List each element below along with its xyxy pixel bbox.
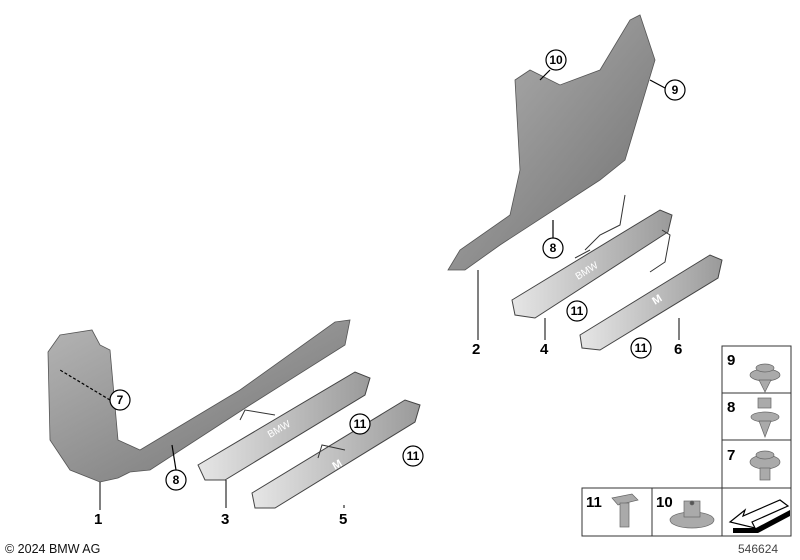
callout-11-text: 11 (571, 304, 584, 318)
label-4: 4 (540, 341, 549, 358)
callout-8 (542, 237, 564, 259)
clip-8-icon (750, 397, 780, 438)
legend-label-10: 10 (656, 494, 673, 511)
callout-7 (109, 389, 131, 411)
callout-11-text: 11 (635, 341, 648, 355)
direction-arrow-icon (728, 499, 790, 533)
callout-11-text: 11 (407, 449, 420, 463)
fastener-legend (581, 345, 792, 537)
callout-10-text: 10 (549, 53, 563, 67)
nut-10-icon (669, 500, 715, 529)
callout-11 (402, 445, 424, 467)
callout-10 (545, 49, 567, 71)
copyright: © 2024 BMW AG (5, 542, 101, 556)
part-2-trim (447, 14, 656, 340)
clip-9-icon (749, 363, 781, 393)
legend-label-11: 11 (586, 494, 602, 511)
legend-label-9: 9 (727, 352, 735, 369)
diagram-number: 546624 (738, 542, 779, 556)
part-6-sill: M (579, 229, 723, 351)
label-1: 1 (94, 511, 102, 528)
callout-8-text: 8 (173, 473, 180, 487)
callout-9 (664, 79, 686, 101)
part-4-sill: BMW (511, 194, 673, 340)
callout-7-text: 7 (117, 393, 124, 407)
callout-11 (349, 413, 371, 435)
legend-label-7: 7 (727, 447, 735, 464)
clip-11-icon (611, 493, 639, 528)
label-5: 5 (339, 511, 347, 528)
part-3-sill: BMW (197, 371, 371, 508)
label-2: 2 (472, 341, 480, 358)
label-3: 3 (221, 511, 229, 528)
callout-9-text: 9 (672, 83, 679, 97)
callout-11 (566, 300, 588, 322)
callout-8-text: 8 (550, 241, 557, 255)
part-5-sill: M (251, 399, 421, 509)
callout-11 (630, 337, 652, 359)
part-1-trim (47, 319, 351, 510)
legend-label-8: 8 (727, 399, 735, 416)
clip-7-icon (749, 450, 781, 481)
callout-8 (165, 469, 187, 491)
callout-11-text: 11 (354, 417, 367, 431)
label-6: 6 (674, 341, 682, 358)
